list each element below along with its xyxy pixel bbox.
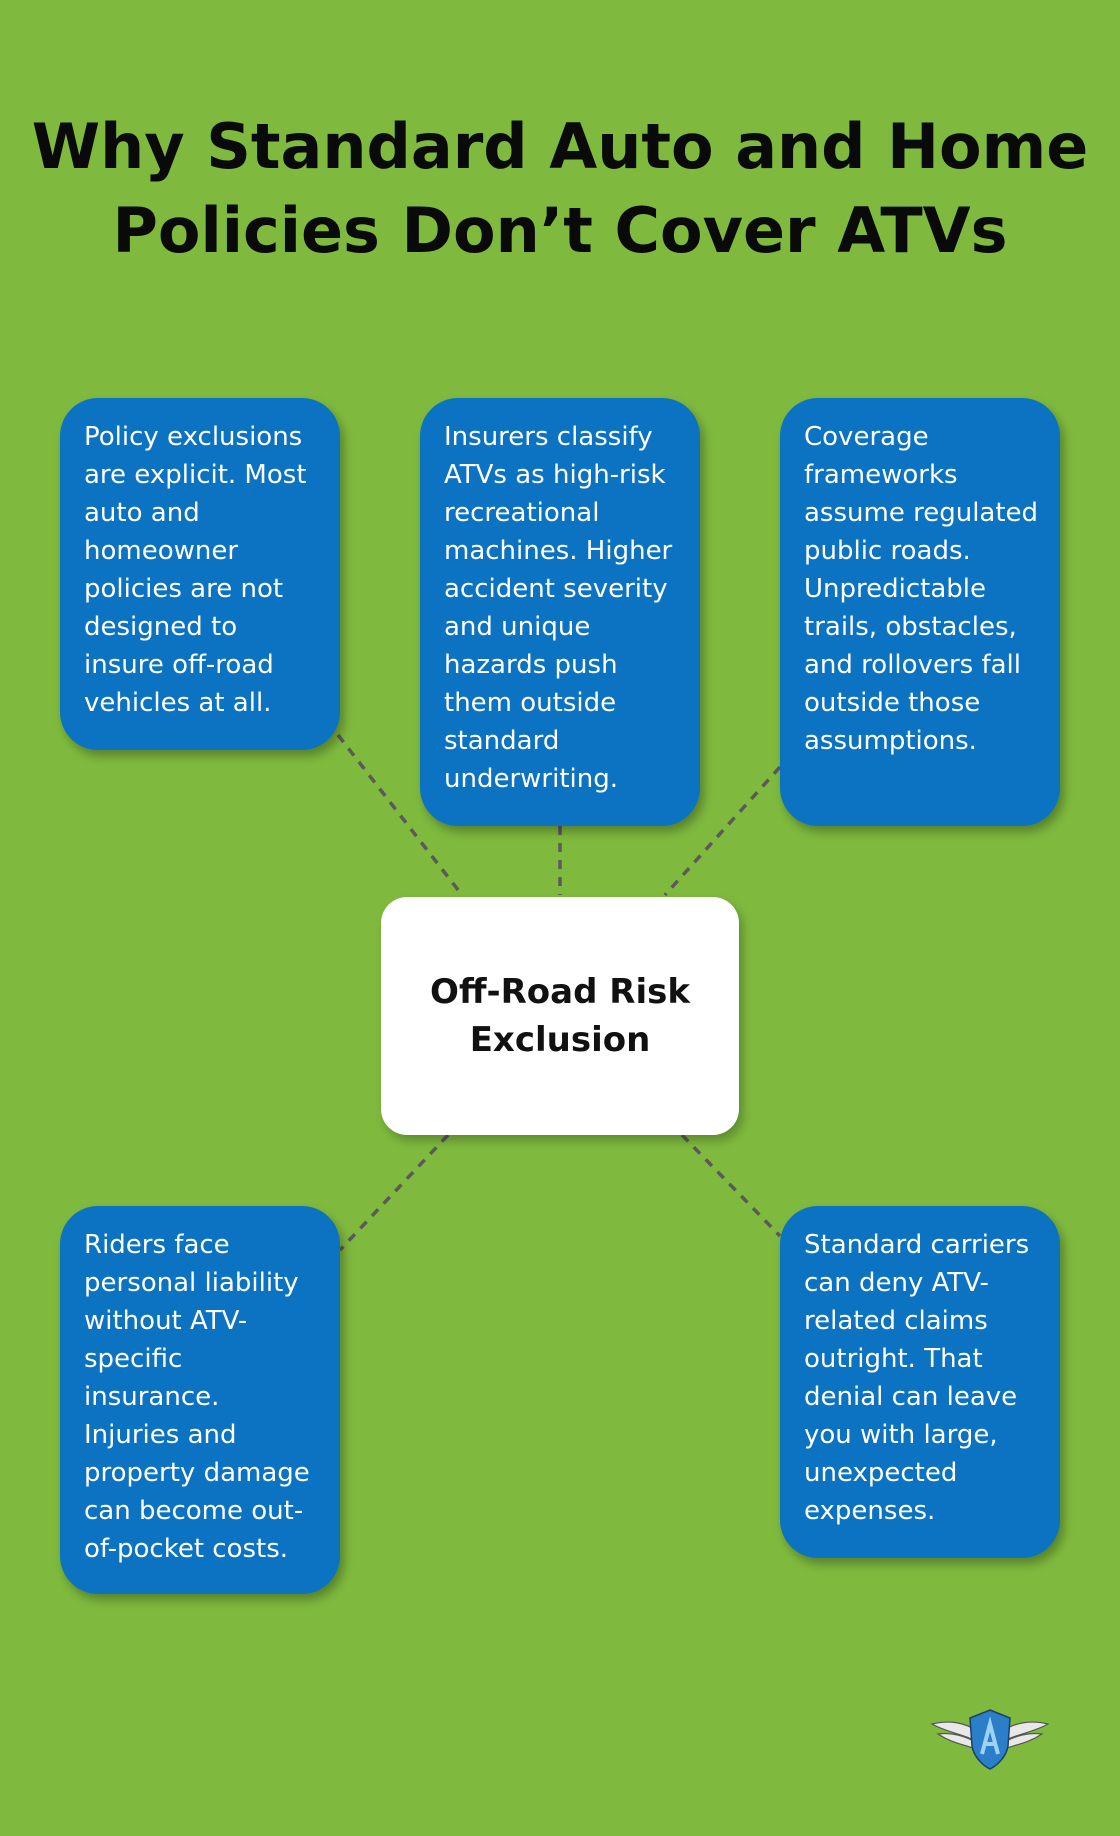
title-line-2: Policies Don’t Cover ATVs — [112, 194, 1008, 267]
winged-shield-logo-icon — [930, 1709, 1050, 1770]
card-public-roads-assumption: Coverage frameworks assume regulated pub… — [780, 398, 1060, 826]
card-claim-denial: Standard carriers can deny ATV-related c… — [780, 1206, 1060, 1558]
card-high-risk-classification: Insurers classify ATVs as high-risk recr… — [420, 398, 700, 826]
title-line-1: Why Standard Auto and Home — [31, 110, 1089, 183]
card-policy-exclusions: Policy exclusions are explicit. Most aut… — [60, 398, 340, 750]
card-personal-liability: Riders face personal liability without A… — [60, 1206, 340, 1594]
connector-line-3 — [663, 765, 782, 897]
card-high-risk-classification-text: Insurers classify ATVs as high-risk recr… — [444, 422, 673, 794]
card-policy-exclusions-text: Policy exclusions are explicit. Most aut… — [84, 422, 307, 718]
card-public-roads-assumption-text: Coverage frameworks assume regulated pub… — [804, 422, 1039, 756]
page-title: Why Standard Auto and Home Policies Don’… — [0, 105, 1120, 273]
connector-line-5 — [680, 1133, 782, 1238]
card-claim-denial-text: Standard carriers can deny ATV-related c… — [804, 1230, 1030, 1526]
card-personal-liability-text: Riders face personal liability without A… — [84, 1230, 310, 1564]
center-node-label: Off-Road Risk Exclusion — [430, 972, 690, 1060]
center-node-off-road-risk-exclusion: Off-Road Risk Exclusion — [381, 897, 739, 1135]
connector-line-4 — [338, 1133, 450, 1252]
